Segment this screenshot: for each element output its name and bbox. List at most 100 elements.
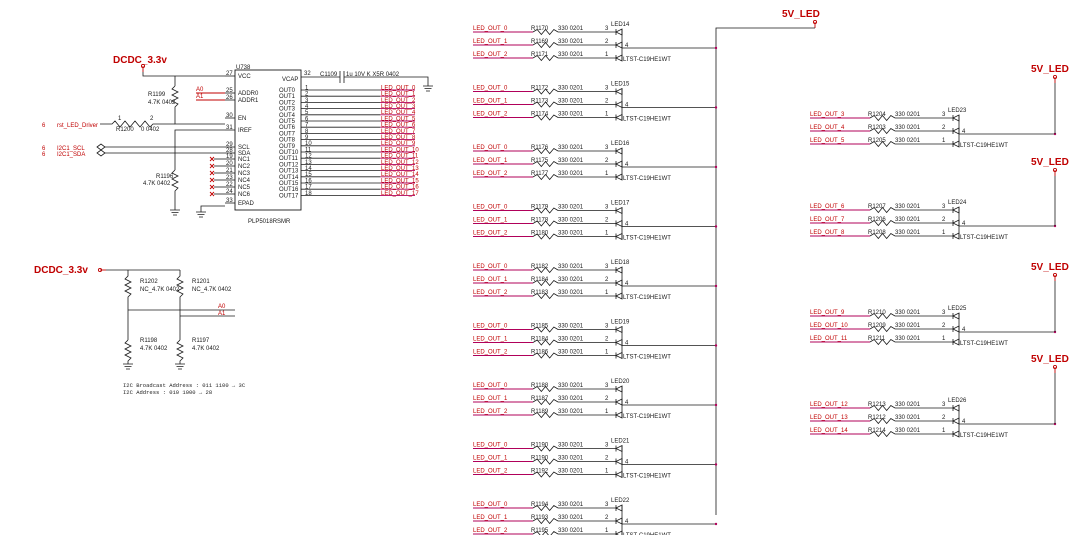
- led-net-label: LED_OUT_1: [473, 515, 508, 521]
- led-part: LTST-C19HE1WT: [623, 117, 671, 123]
- led-pin-number: 1: [942, 336, 946, 342]
- junction-dot: [714, 284, 718, 288]
- ic-right-pin-name: OUT4: [279, 113, 296, 119]
- ic-right-pin-name: OUT17: [279, 193, 299, 199]
- led-common-pin: 4: [962, 221, 966, 227]
- resistor-value: 330 0201: [558, 528, 584, 534]
- led-net-label: LED_OUT_12: [810, 402, 848, 408]
- cap-value: 1u 10V K X5R 0402: [346, 72, 400, 78]
- ic-left-pin-name: NC2: [238, 164, 251, 170]
- led-pin-number: 3: [942, 402, 946, 408]
- led-common-pin: 4: [625, 222, 629, 228]
- led-pin-number: 1: [605, 171, 609, 177]
- led-pin-number: 3: [942, 204, 946, 210]
- ic-right-pin-number: 14: [305, 166, 312, 172]
- led-ref: LED23: [948, 108, 967, 114]
- resistor-ref: R1171: [531, 52, 549, 58]
- junction-dot: [714, 403, 718, 407]
- led-pin-number: 2: [942, 125, 946, 131]
- resistor-ref: R1211: [868, 336, 886, 342]
- led-net-label: LED_OUT_2: [473, 350, 508, 356]
- resistor-ref: R1185: [531, 324, 549, 330]
- led-common-pin: 4: [625, 43, 629, 49]
- ic-ref: U738: [236, 65, 251, 71]
- led-common-pin: 4: [962, 419, 966, 425]
- resistor-value: 330 0201: [558, 86, 584, 92]
- resistor-ref: R1182: [531, 264, 549, 270]
- resistor-ref: R1205: [868, 138, 886, 144]
- resistor-ref: R1187: [531, 396, 549, 402]
- resistor-value: 330 0201: [558, 52, 584, 58]
- led-part: LTST-C19HE1WT: [960, 235, 1008, 241]
- ic-left-pin-name: ADDR1: [238, 98, 259, 104]
- ic-left-pin-name: NC1: [238, 157, 251, 163]
- resistor-value: 330 0201: [558, 277, 584, 283]
- ic-output-net-label: LED_OUT_13: [381, 166, 419, 172]
- r1196-value: 4.7K 0402: [143, 181, 171, 187]
- resistor-ref: R1203: [868, 125, 886, 131]
- ic-right-pin-name: OUT14: [279, 175, 299, 181]
- r1198-ref: R1198: [140, 338, 158, 344]
- resistor-value: 330 0201: [558, 231, 584, 237]
- no-connect-mark: [209, 163, 215, 169]
- led-pin-number: 2: [605, 456, 609, 462]
- ic-output-net-label: LED_OUT_0: [381, 85, 416, 91]
- resistor-value: 330 0201: [558, 456, 584, 462]
- resistor-ref: R1209: [868, 323, 886, 329]
- led-common-pin: 4: [625, 281, 629, 287]
- ic-right-pin-name: OUT11: [279, 156, 299, 162]
- led-pin-number: 1: [942, 230, 946, 236]
- junction-dot: [714, 165, 718, 169]
- ic-output-net-label: LED_OUT_6: [381, 123, 416, 129]
- ic-right-pin-number: 13: [305, 160, 312, 166]
- led-ref: LED21: [611, 439, 630, 445]
- led-net-label: LED_OUT_2: [473, 469, 508, 475]
- resistor-value: 330 0201: [558, 337, 584, 343]
- led-pin-number: 3: [605, 383, 609, 389]
- led-pin-number: 3: [942, 310, 946, 316]
- led-net-label: LED_OUT_8: [810, 230, 845, 236]
- led-pin-number: 2: [942, 415, 946, 421]
- r1200-pin1: 1: [118, 116, 122, 122]
- resistor-ref: R1190: [531, 456, 549, 462]
- junction-dot: [714, 522, 718, 526]
- led-net-label: LED_OUT_2: [473, 112, 508, 118]
- r1202-ref: R1202: [140, 279, 158, 285]
- led-net-label: LED_OUT_5: [810, 138, 845, 144]
- ic-right-pin-number: 6: [305, 116, 309, 122]
- ic-output-net-label: LED_OUT_8: [381, 135, 416, 141]
- led-part: LTST-C19HE1WT: [623, 295, 671, 301]
- ic-left-pin-name: ADDR0: [238, 91, 259, 97]
- led-net-label: LED_OUT_0: [473, 86, 508, 92]
- ic-right-pin-name: OUT2: [279, 100, 296, 106]
- ic-vcap-num: 32: [304, 71, 311, 77]
- resistor-ref: R1179: [531, 205, 549, 211]
- led-pin-number: 1: [605, 409, 609, 415]
- i2c-note-broadcast: I2C Broadcast Address : 011 1100 → 3C: [123, 382, 246, 389]
- ic-left-pin-name: NC4: [238, 178, 251, 184]
- junction-dot: [714, 46, 718, 50]
- ic-output-net-label: LED_OUT_2: [381, 98, 416, 104]
- led-pin-number: 3: [605, 145, 609, 151]
- ic-left-pin-name: EPAD: [238, 201, 255, 207]
- led-ref: LED22: [611, 498, 630, 504]
- i2c-note-address: I2C Address : 010 1000 → 28: [123, 389, 212, 396]
- ic-right-pin-number: 10: [305, 141, 312, 147]
- led-common-pin: 4: [625, 103, 629, 109]
- resistor-ref: R1212: [868, 415, 886, 421]
- led-pin-number: 1: [605, 350, 609, 356]
- power-label-dcdc-top: DCDC_3.3v: [113, 55, 167, 66]
- resistor-ref: R1208: [868, 230, 886, 236]
- ic-vcap-name: VCAP: [282, 77, 298, 83]
- led-pin-number: 1: [605, 469, 609, 475]
- led-net-label: LED_OUT_2: [473, 290, 508, 296]
- ic-left-pin-number: 22: [226, 182, 233, 188]
- ic-right-pin-number: 7: [305, 123, 309, 129]
- led-part: LTST-C19HE1WT: [960, 143, 1008, 149]
- ic-right-pin-name: OUT16: [279, 187, 299, 193]
